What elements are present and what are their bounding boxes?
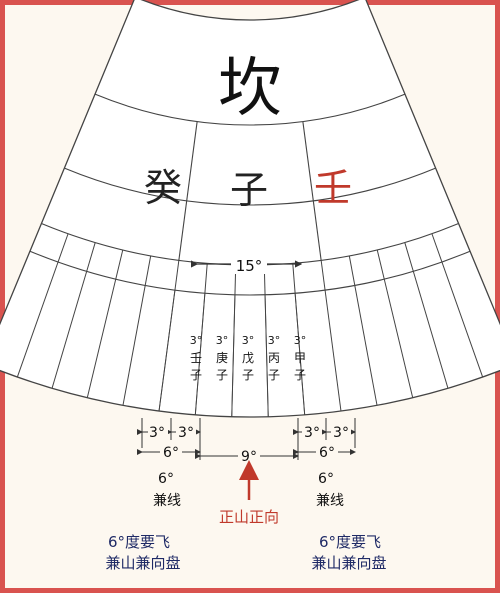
right-side-note-1: 6°度要飞 bbox=[319, 533, 381, 551]
fine-division-line bbox=[264, 294, 269, 417]
sub-name-char-2: 子 bbox=[216, 368, 228, 382]
sub-name-char-2: 子 bbox=[268, 368, 280, 382]
right-side-deg: 6° bbox=[318, 471, 334, 487]
sub-deg: 3° bbox=[190, 334, 203, 347]
degree-division-line bbox=[122, 255, 152, 406]
fan-sector bbox=[0, 0, 500, 418]
sub-division-0: 3° 壬 子 bbox=[190, 334, 203, 382]
degree-division-line bbox=[431, 233, 484, 378]
dim-label-left-3b: 3° bbox=[178, 425, 194, 441]
sub-division-1: 3° 庚 子 bbox=[216, 334, 229, 382]
sub-name-char-1: 庚 bbox=[216, 350, 228, 365]
center-label: 正山正向 bbox=[219, 508, 279, 526]
span-15-label: 15° bbox=[236, 257, 263, 275]
fan-outline bbox=[0, 0, 500, 418]
span-15-label-bg bbox=[231, 256, 267, 274]
fan-ring-arc bbox=[64, 167, 436, 206]
mountain-label-zi: 子 bbox=[230, 168, 268, 212]
right-side-note-2: 兼山兼向盘 bbox=[311, 554, 386, 572]
dim-label-bg bbox=[302, 424, 322, 438]
fine-division-line bbox=[231, 294, 236, 417]
degree-division-line bbox=[86, 249, 124, 398]
dim-label-left-6: 6° bbox=[163, 445, 179, 461]
dim-label-bg bbox=[238, 449, 260, 463]
degree-division-line bbox=[404, 242, 449, 389]
sub-division-4: 3° 甲 子 bbox=[294, 334, 307, 382]
sub-deg: 3° bbox=[268, 334, 281, 347]
dim-label-bg bbox=[331, 424, 351, 438]
sub-deg: 3° bbox=[242, 334, 255, 347]
left-side-note-1: 6°度要飞 bbox=[108, 533, 170, 551]
dim-label-bg bbox=[316, 445, 338, 459]
degree-division-line bbox=[16, 233, 69, 378]
top-trigram-label: 坎 bbox=[218, 52, 282, 126]
right-side-label: 兼线 bbox=[316, 493, 344, 509]
left-side-label: 兼线 bbox=[153, 493, 181, 509]
sub-division-3: 3° 丙 子 bbox=[268, 334, 281, 382]
fan-ring-arc bbox=[94, 93, 406, 126]
sub-name-char-2: 子 bbox=[294, 368, 306, 382]
sub-deg: 3° bbox=[216, 334, 229, 347]
dim-label-right-3a: 3° bbox=[304, 425, 320, 441]
degree-division-line bbox=[376, 249, 414, 398]
fine-division-line bbox=[158, 290, 176, 412]
fan-ring-arc bbox=[29, 250, 471, 296]
fine-division-line bbox=[194, 293, 206, 415]
mountain-divider bbox=[302, 121, 322, 261]
sub-name-char-1: 戊 bbox=[242, 351, 254, 365]
degree-division-line bbox=[51, 242, 96, 389]
dim-label-right-6: 6° bbox=[319, 445, 335, 461]
mountain-label-gui: 癸 bbox=[144, 166, 182, 210]
dim-label-left-3a: 3° bbox=[149, 425, 165, 441]
dim-label-bg bbox=[160, 445, 182, 459]
dim-label-bg bbox=[176, 424, 196, 438]
sub-name-char-1: 壬 bbox=[190, 351, 202, 365]
sub-division-2: 3° 戊 子 bbox=[242, 334, 255, 382]
dim-label-right-3b: 3° bbox=[333, 425, 349, 441]
dim-label-bg bbox=[148, 424, 168, 438]
sub-name-char-1: 甲 bbox=[294, 351, 306, 365]
dim-label-center-9: 9° bbox=[241, 449, 257, 465]
sub-name-char-2: 子 bbox=[190, 368, 202, 382]
mountain-divider bbox=[178, 121, 198, 261]
left-side-deg: 6° bbox=[158, 471, 174, 487]
left-side-note-2: 兼山兼向盘 bbox=[105, 554, 180, 572]
sub-name-char-1: 丙 bbox=[268, 351, 280, 365]
degree-division-line bbox=[348, 255, 378, 406]
degree-division-line bbox=[320, 260, 342, 412]
sub-deg: 3° bbox=[294, 334, 307, 347]
mountain-label-ren: 壬 bbox=[314, 166, 352, 210]
sub-name-char-2: 子 bbox=[242, 368, 254, 382]
fine-division-line bbox=[294, 293, 306, 415]
